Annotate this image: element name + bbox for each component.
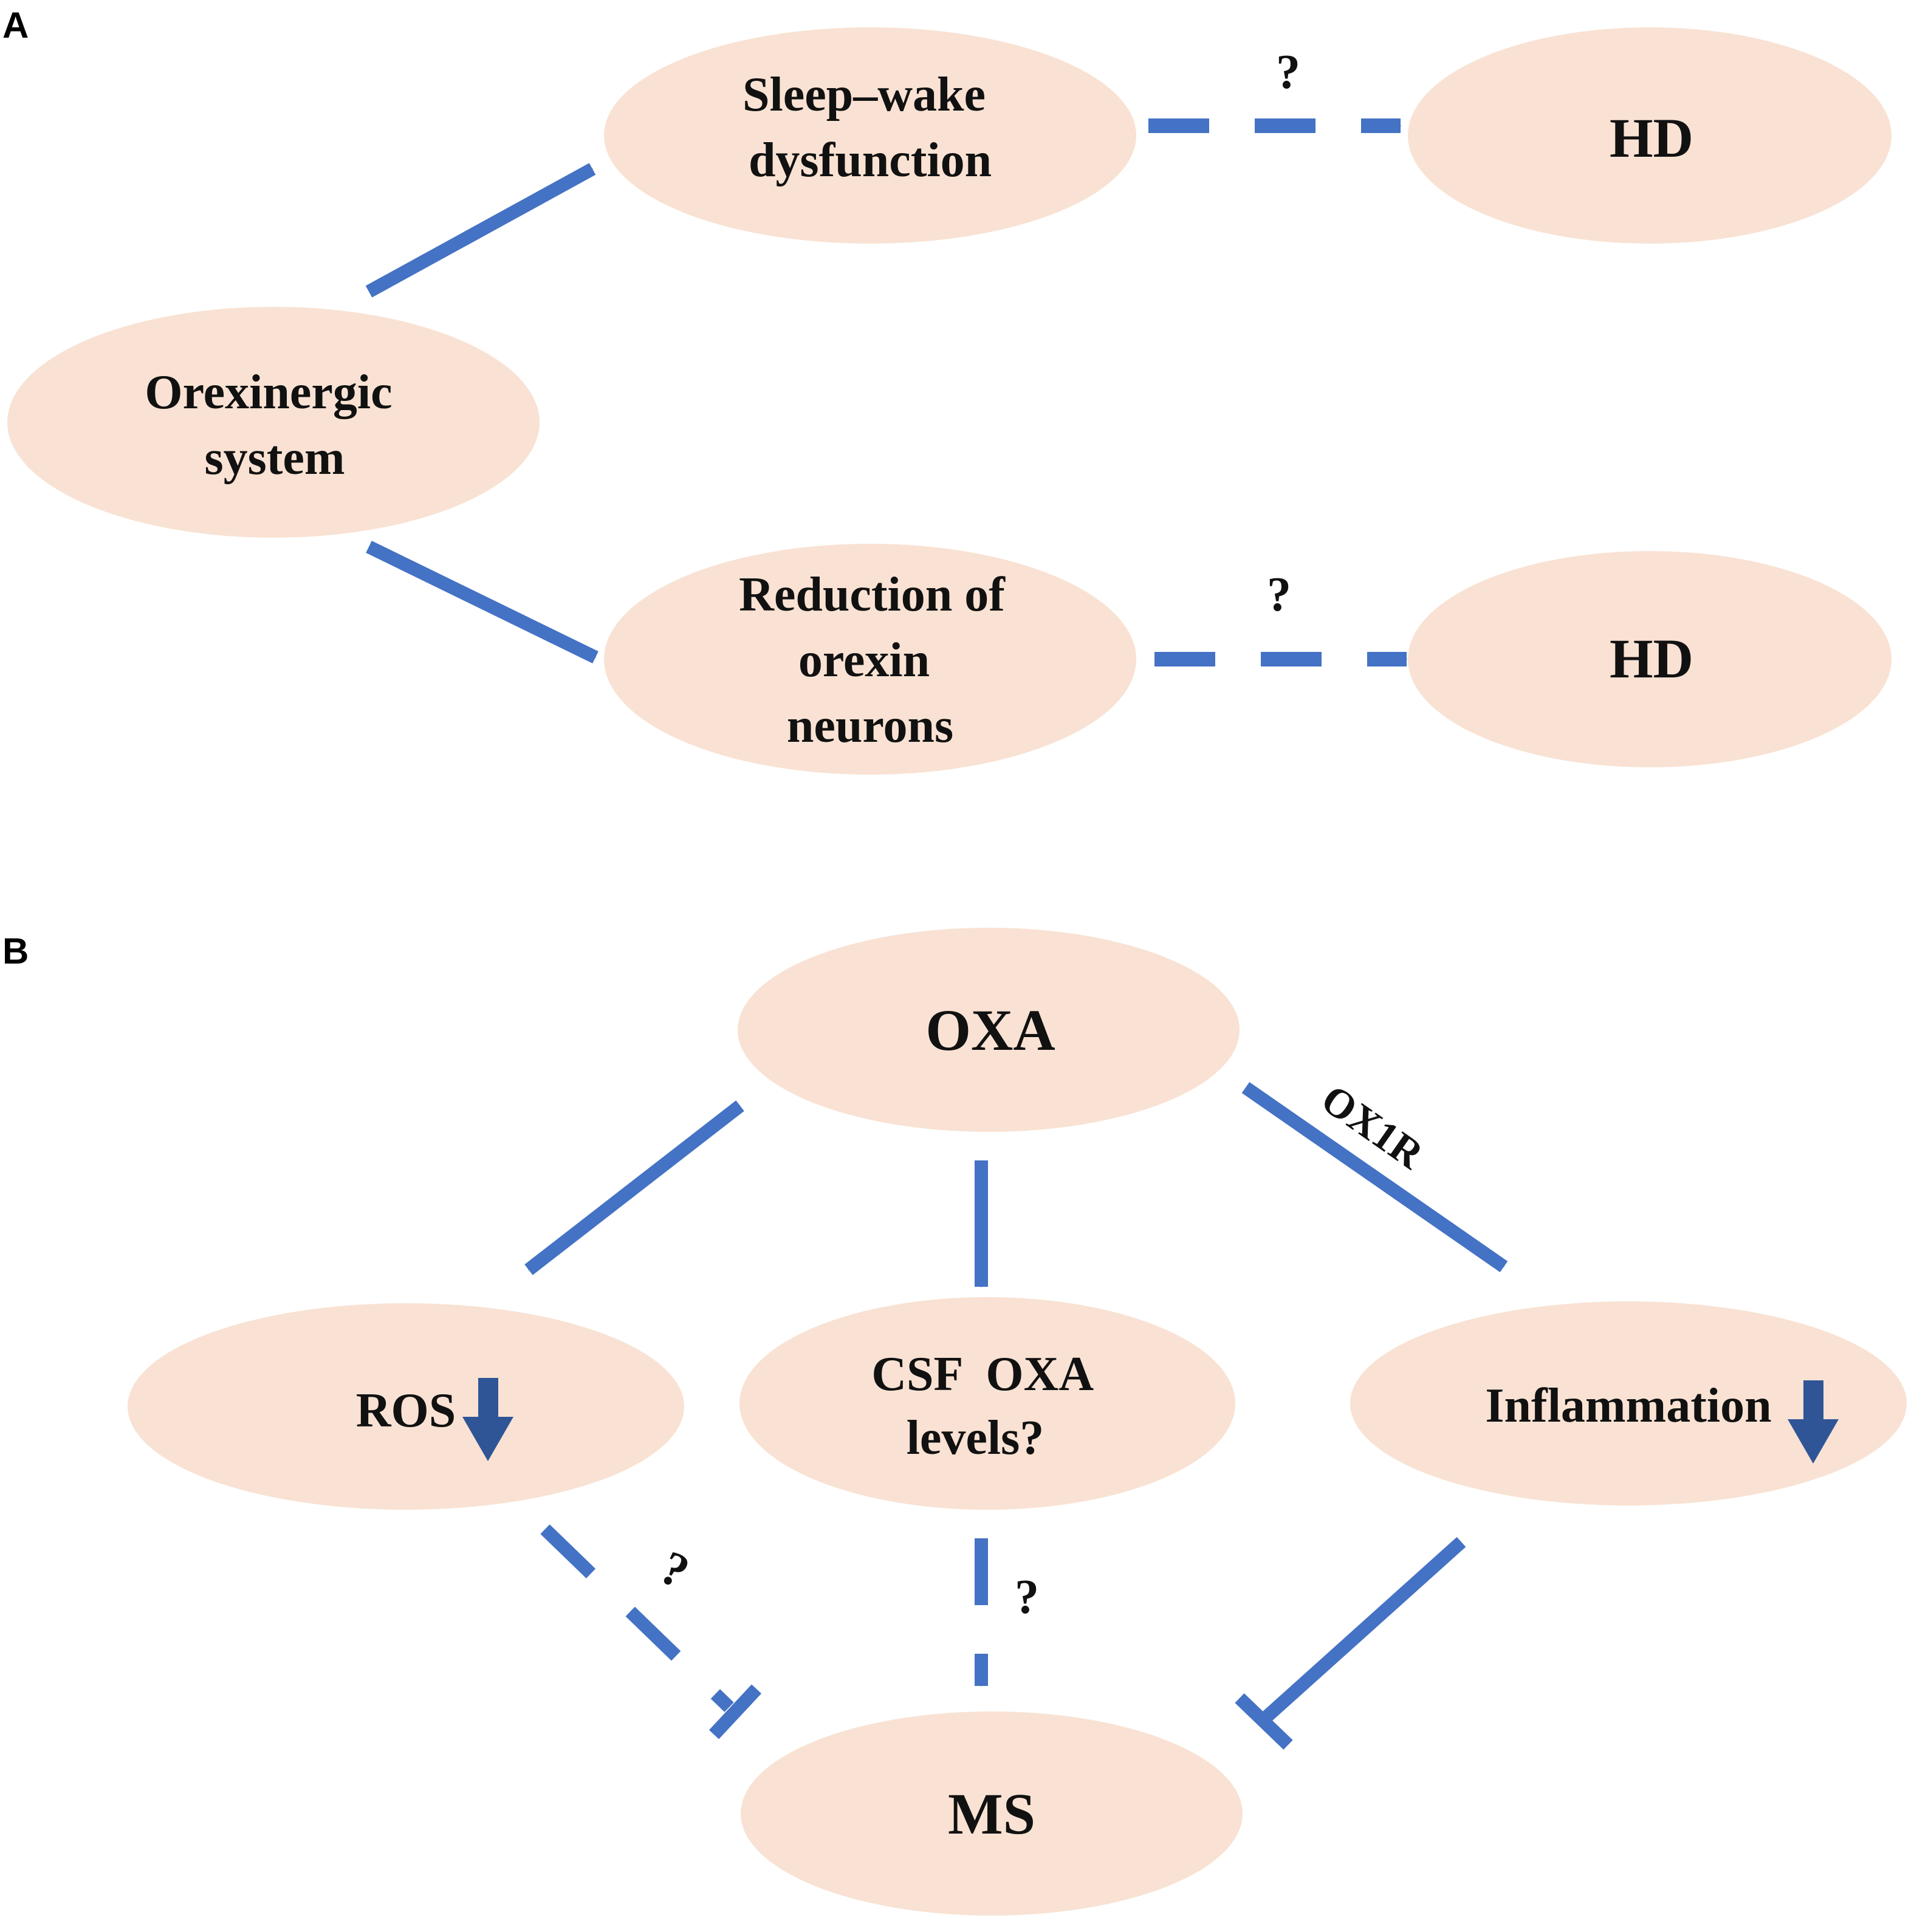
hd-bottom-label: HD (1610, 628, 1693, 690)
inhibit-bar-inflammation (1235, 1693, 1293, 1750)
sleep-wake-dysfunction-node (604, 27, 1136, 244)
ros-decrease-icon (462, 1378, 513, 1461)
arrow-orexinergic-to-sleep (365, 163, 596, 298)
hd-top-node (1408, 27, 1892, 244)
reduction-label: Reduction of orexin neurons (739, 568, 1017, 753)
panel-b-label: B (2, 931, 29, 971)
reduction-line-2: orexin (798, 634, 930, 687)
ms-node (741, 1711, 1243, 1916)
dashed-inhibit-ros-to-ms (540, 1524, 734, 1712)
ox1r-label: OX1R (1313, 1075, 1432, 1178)
inhibit-bar-ros (708, 1684, 762, 1739)
orexinergic-system-node (7, 307, 540, 538)
reduction-line-1: Reduction of (739, 568, 1006, 622)
ros-label: ROS (356, 1384, 456, 1437)
csf-line-2: levels? (907, 1411, 1044, 1465)
question-mark-left: ? (653, 1541, 697, 1600)
sleep-wake-line-2: dysfunction (749, 134, 992, 187)
reduction-orexin-neurons-node (604, 544, 1136, 775)
question-mark-top: ? (1276, 46, 1300, 99)
csf-label: CSF OXA levels? (871, 1348, 1103, 1465)
orexinergic-line-1: Orexinergic (145, 366, 392, 419)
csf-line-1: CSF OXA (871, 1348, 1094, 1401)
question-mark-bottom: ? (1267, 568, 1291, 622)
question-mark-center: ? (1015, 1571, 1039, 1624)
ms-label: MS (948, 1781, 1035, 1846)
hd-bottom-node (1408, 551, 1892, 767)
inflammation-node (1350, 1301, 1907, 1506)
arrow-oxa-to-ros (524, 1100, 744, 1275)
reduction-line-3: neurons (787, 699, 953, 753)
ros-node (128, 1303, 684, 1510)
oxa-node (738, 928, 1240, 1132)
oxa-label: OXA (925, 998, 1055, 1063)
csf-oxa-levels-node (739, 1297, 1235, 1510)
sleep-wake-label: Sleep–wake dysfunction (743, 68, 998, 187)
inflammation-decrease-icon (1788, 1380, 1839, 1464)
arrow-oxa-to-inflammation (1241, 1081, 1508, 1273)
inflammation-label: Inflammation (1485, 1379, 1771, 1433)
panel-a-label: A (2, 5, 29, 46)
arrow-orexinergic-to-reduction (366, 541, 599, 663)
inhibit-inflammation-to-ms (1259, 1536, 1466, 1725)
orexinergic-line-2: system (204, 431, 345, 485)
hd-top-label: HD (1610, 107, 1693, 169)
orexinergic-label: Orexinergic system (145, 366, 404, 485)
sleep-wake-line-1: Sleep–wake (743, 68, 986, 122)
